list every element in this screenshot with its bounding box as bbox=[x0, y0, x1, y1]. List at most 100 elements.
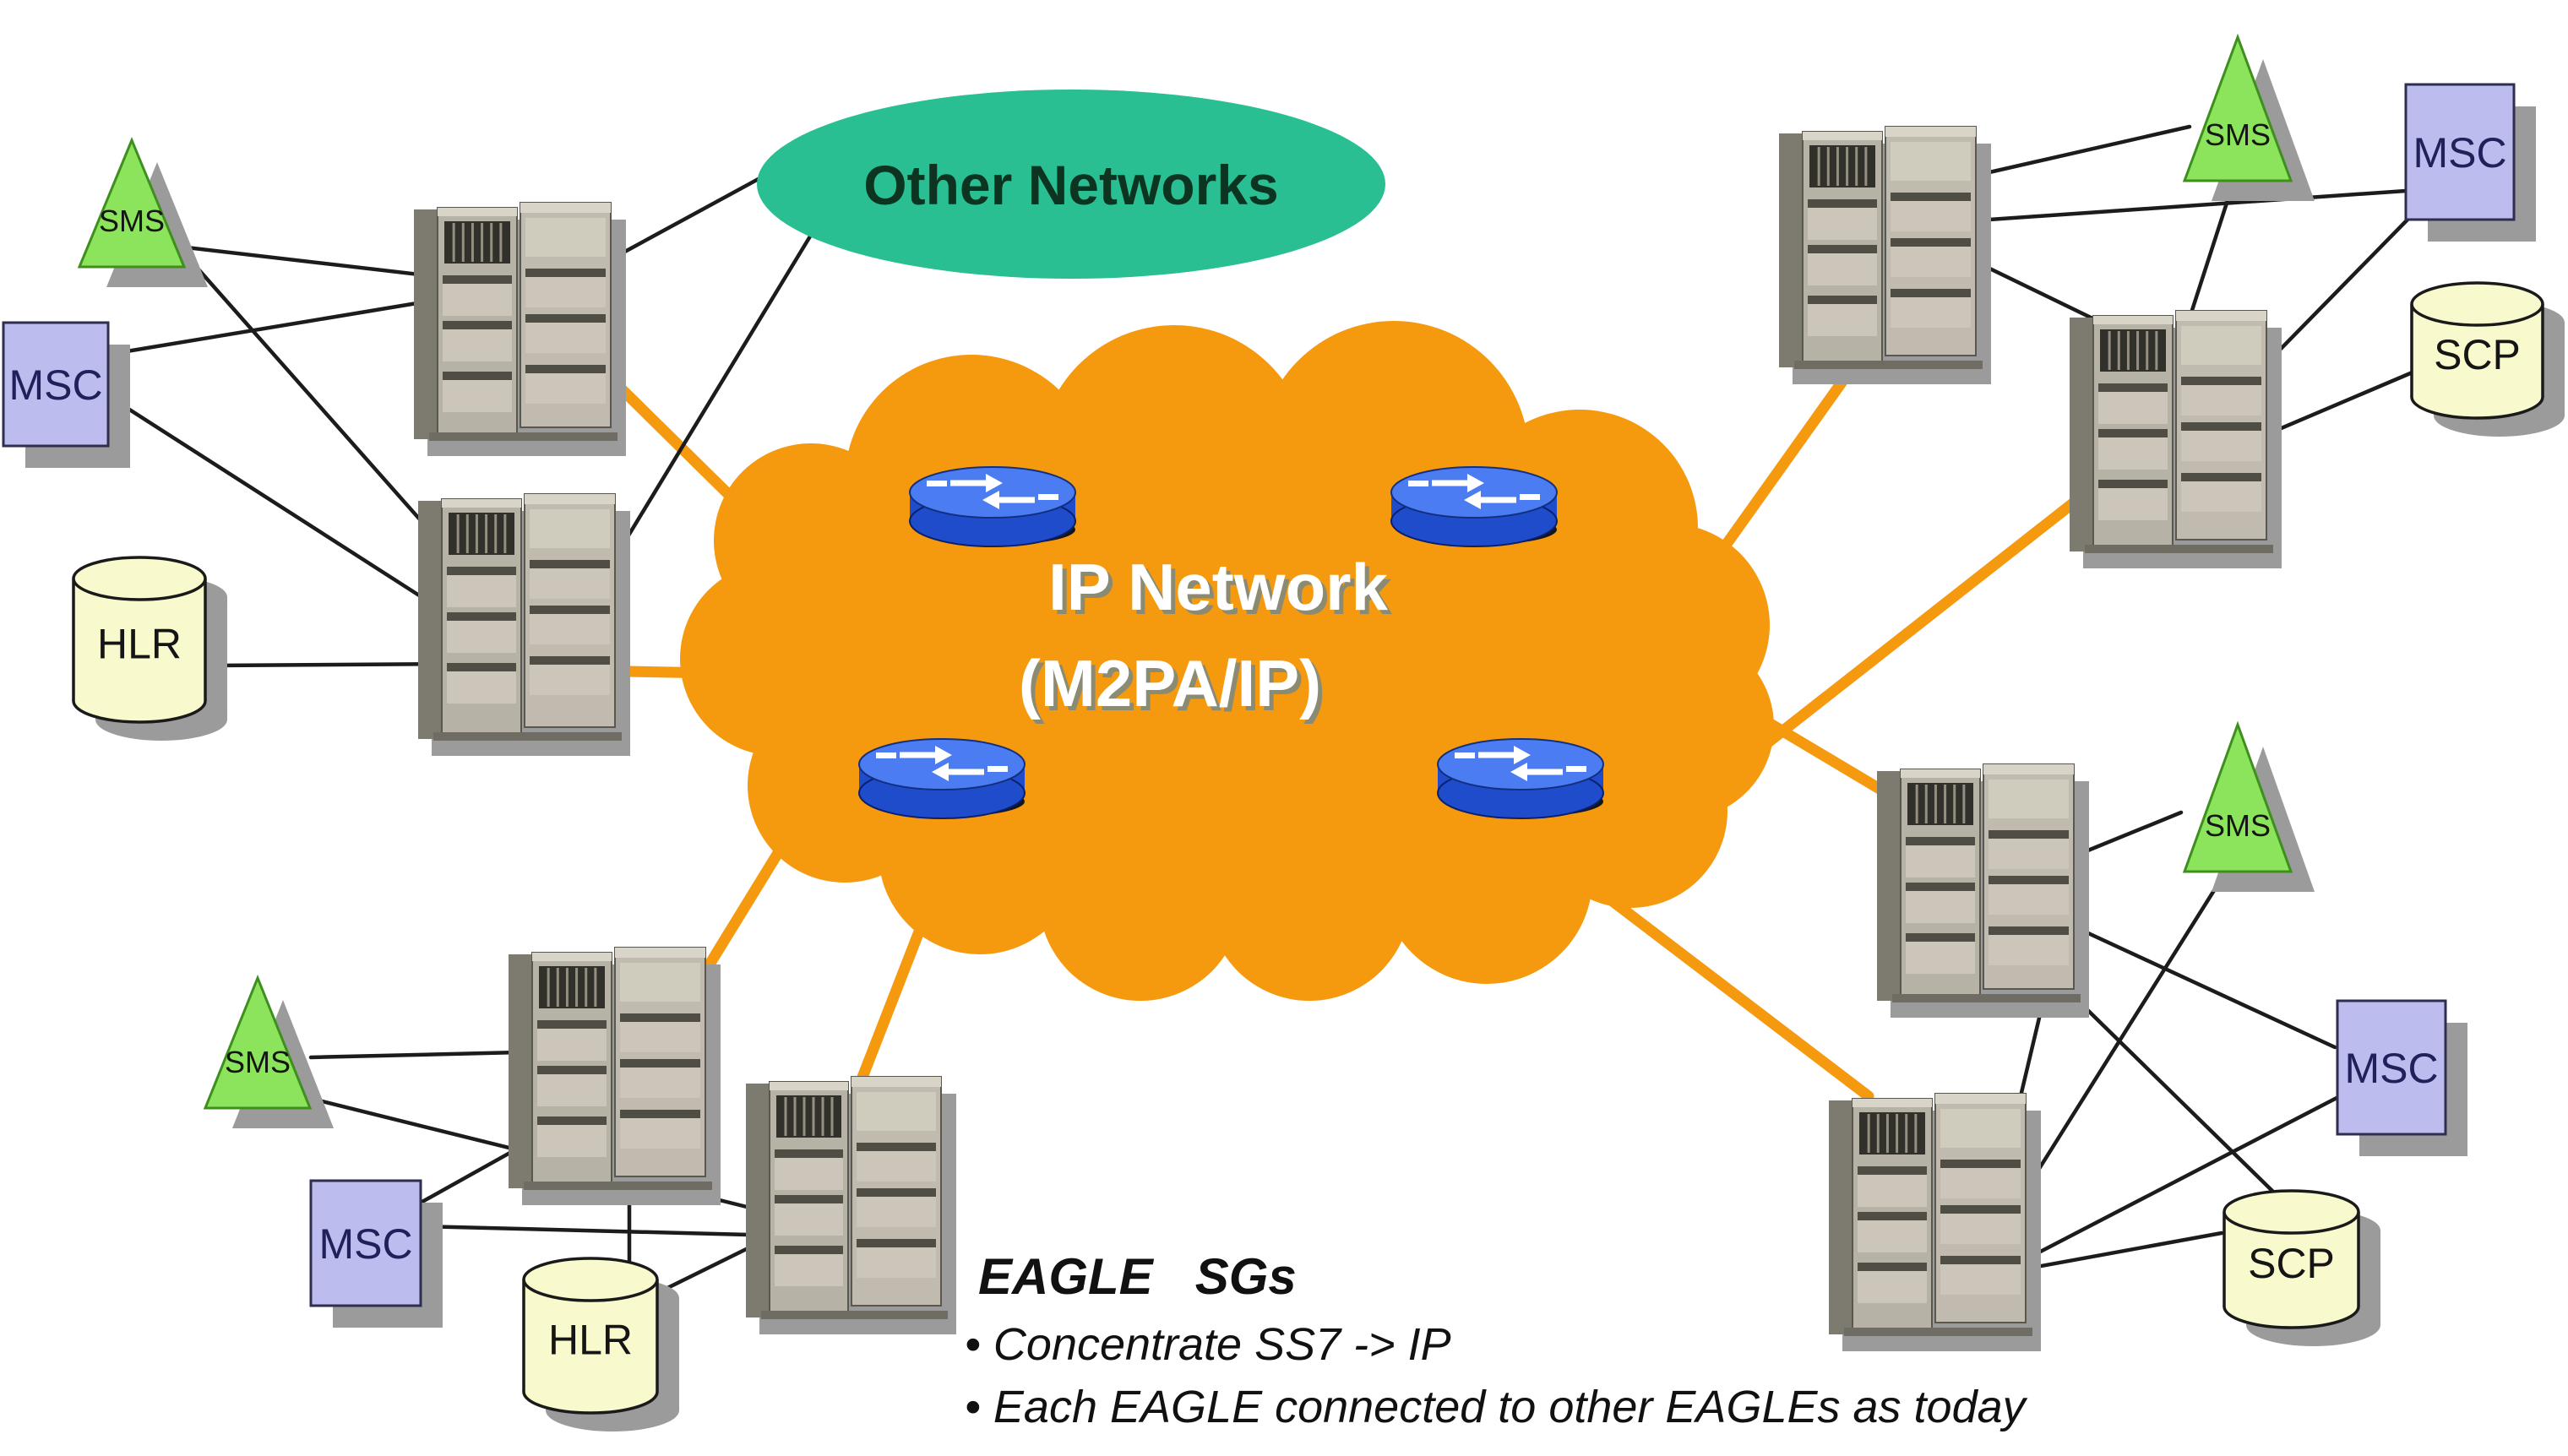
cabinet-slot bbox=[1906, 883, 1975, 891]
node-label: SCP bbox=[2434, 331, 2521, 378]
cabinet-panel bbox=[447, 575, 516, 607]
cabinet-panel bbox=[1808, 253, 1877, 285]
cabinet-panel bbox=[1940, 1168, 2021, 1198]
cloud-bump bbox=[1381, 773, 1592, 984]
msc-box bbox=[2, 321, 110, 448]
ss7-link bbox=[183, 253, 448, 551]
cabinet-panel bbox=[525, 218, 606, 257]
cabinet-panel bbox=[537, 1125, 607, 1157]
ss7-link bbox=[1957, 124, 2192, 182]
cabinet-slot bbox=[620, 1059, 700, 1068]
ss7-link bbox=[308, 1050, 522, 1060]
router-icon bbox=[858, 738, 1026, 819]
cabinet-base bbox=[761, 1311, 948, 1319]
annotation-bullet: • Each EAGLE connected to other EAGLEs a… bbox=[965, 1382, 2028, 1432]
db-top bbox=[2223, 1189, 2360, 1235]
router-top bbox=[1437, 738, 1604, 790]
cabinet-panel bbox=[1940, 1109, 2021, 1148]
cabinet-panel bbox=[2098, 488, 2168, 520]
cabinet-panel bbox=[1940, 1264, 2021, 1295]
cabinet-panel bbox=[1989, 780, 2069, 818]
cabinet-slot bbox=[620, 1110, 700, 1118]
cabinet-panel bbox=[1891, 297, 1971, 328]
routers-layer bbox=[858, 466, 1604, 819]
cabinet-slot bbox=[1940, 1160, 2021, 1168]
cabinet-panel bbox=[857, 1092, 936, 1131]
cabinet-panel bbox=[1891, 142, 1971, 181]
eagle-cabinet bbox=[1877, 763, 2089, 1018]
cabinet-grille bbox=[1859, 1112, 1925, 1154]
cabinet-slot bbox=[775, 1195, 843, 1203]
node-label: MSC bbox=[318, 1220, 412, 1268]
eagle-cabinet bbox=[418, 493, 630, 756]
other-networks-node: Other Networks bbox=[757, 90, 1385, 279]
router-arrow bbox=[982, 491, 1035, 509]
sms-triangle bbox=[2182, 720, 2293, 873]
router-arrow bbox=[876, 752, 896, 758]
cabinet-panel bbox=[1858, 1220, 1927, 1252]
msc-node: MSC bbox=[2, 321, 130, 468]
cabinet-slot bbox=[537, 1020, 607, 1029]
cabinet-panel bbox=[525, 323, 606, 353]
cabinet-base bbox=[1794, 361, 1983, 369]
sms-triangle bbox=[77, 137, 187, 269]
cabinet-panel bbox=[525, 277, 606, 307]
sms-node: SMS bbox=[203, 974, 334, 1128]
cabinet-panel bbox=[443, 380, 512, 412]
cabinet-grille bbox=[1907, 783, 1973, 825]
sms-triangle bbox=[203, 974, 313, 1110]
cabinet-panel bbox=[447, 671, 516, 704]
router-top bbox=[909, 466, 1076, 519]
cabinet-slot bbox=[1891, 289, 1971, 297]
cabinet-cap bbox=[1885, 127, 1976, 137]
cabinet-grille bbox=[776, 1095, 841, 1138]
cabinet-slot bbox=[443, 321, 512, 329]
cabinet-slot bbox=[1906, 933, 1975, 942]
ss7-link bbox=[2025, 1094, 2342, 1261]
cabinet-panel bbox=[1891, 247, 1971, 277]
cabinet-panel bbox=[775, 1254, 843, 1286]
router-arrow bbox=[1455, 752, 1475, 758]
cabinet-slot bbox=[1989, 926, 2069, 935]
ss7-link bbox=[610, 173, 767, 261]
ip-network-label-line2: (M2PA/IP) bbox=[1019, 646, 1321, 720]
cabinet-slot bbox=[443, 372, 512, 380]
cabinet-panel bbox=[857, 1247, 936, 1278]
cabinet-panel bbox=[1989, 839, 2069, 869]
cabinet-slot bbox=[1906, 837, 1975, 845]
msc-box bbox=[2404, 83, 2516, 221]
cabinet-side bbox=[1877, 771, 1902, 1001]
cloud-bump bbox=[1208, 798, 1411, 1001]
cabinet-side bbox=[1829, 1100, 1854, 1334]
other-networks-label: Other Networks bbox=[863, 154, 1278, 216]
ss7-link bbox=[1962, 188, 2408, 224]
cabinet-slot bbox=[2181, 473, 2261, 481]
router-arrow bbox=[1478, 746, 1531, 764]
router-arrow bbox=[927, 481, 947, 486]
cabinet-cap bbox=[2176, 311, 2266, 321]
cabinet-cap bbox=[520, 203, 611, 213]
msc-node: MSC bbox=[2336, 999, 2467, 1156]
cabinet-base bbox=[433, 732, 622, 741]
cabinet-panel bbox=[537, 1074, 607, 1106]
ss7-link bbox=[2071, 994, 2279, 1198]
cabinet-panel bbox=[857, 1151, 936, 1182]
cabinet-panel bbox=[2181, 326, 2261, 365]
cabinet-panel bbox=[2181, 431, 2261, 461]
cabinet-slot bbox=[1989, 830, 2069, 839]
cabinet-panel bbox=[530, 614, 610, 644]
cabinet-cap bbox=[1935, 1094, 2026, 1104]
cabinet-slot bbox=[620, 1013, 700, 1022]
cabinet-slot bbox=[2181, 422, 2261, 431]
hlr-node: HLR bbox=[522, 1257, 679, 1432]
cabinet-panel bbox=[1940, 1214, 2021, 1244]
sms-node: SMS bbox=[2182, 720, 2315, 892]
cabinet-side bbox=[414, 209, 439, 439]
router-arrow bbox=[987, 766, 1008, 772]
cabinet-slot bbox=[525, 365, 606, 373]
node-label: MSC bbox=[8, 361, 102, 409]
msc-node: MSC bbox=[2404, 83, 2536, 242]
router-arrow bbox=[1038, 494, 1058, 500]
cabinet-slot bbox=[447, 567, 516, 575]
